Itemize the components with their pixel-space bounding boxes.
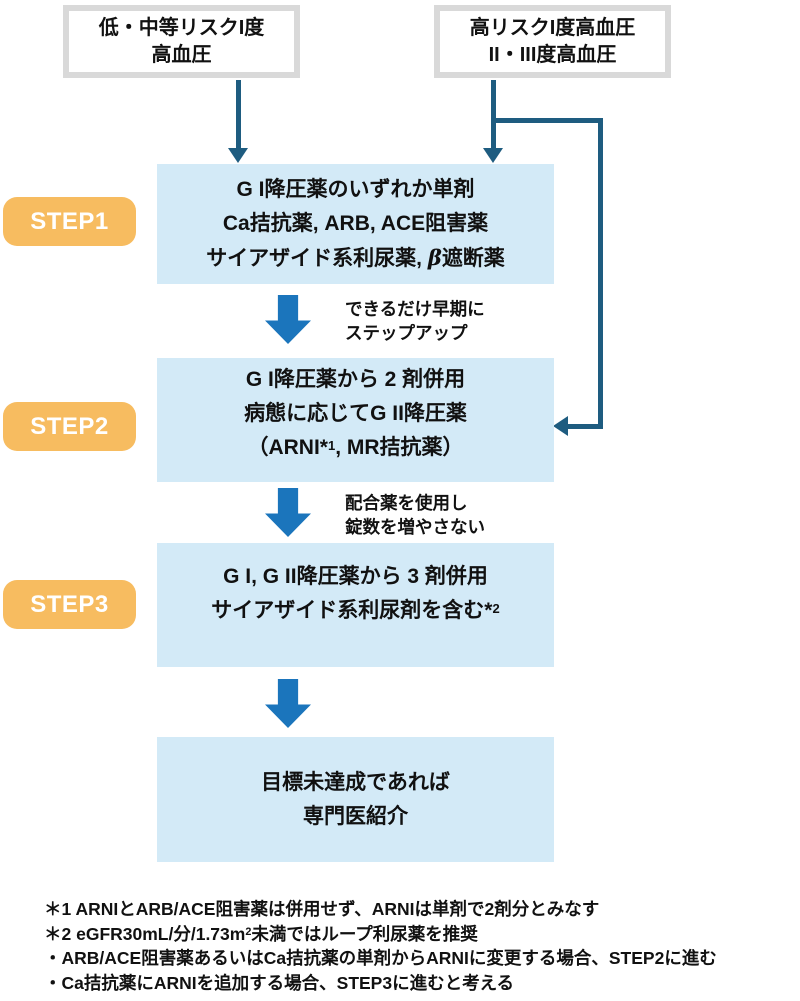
- transition2-line2: 錠数を増やさない: [345, 517, 485, 537]
- step3-line2-pre: サイアザイド系利尿剤を含む*: [211, 599, 493, 622]
- footnote-line2: ＊2 eGFR30mL/分/1.73m2未満ではループ利尿薬を推奨: [44, 922, 717, 947]
- box-high-risk-line1: 高リスクI度高血圧: [469, 16, 636, 39]
- transition1-line1: できるだけ早期に: [345, 299, 485, 319]
- transition1-line2: ステップアップ: [345, 323, 468, 343]
- box-low-medium-risk-line1: 低・中等リスクI度: [98, 16, 265, 39]
- step3-box: G I, G II降圧薬から 3 剤併用 サイアザイド系利尿剤を含む*2: [157, 543, 554, 667]
- beta-symbol: β: [427, 244, 442, 270]
- box-low-medium-risk-line2: 高血圧: [151, 43, 212, 66]
- step1-line3: サイアザイド系利尿薬, β遮断薬: [206, 241, 505, 276]
- footnotes: ＊1 ARNIとARB/ACE阻害薬は併用せず、ARNIは単剤で2剤分とみなす …: [44, 897, 717, 995]
- step3-line2: サイアザイド系利尿剤を含む*2: [211, 594, 499, 628]
- final-box-line1: 目標未達成であれば: [261, 770, 450, 794]
- step2-line3: （ARNI*1, MR拮抗薬）: [247, 431, 463, 465]
- transition1-note: できるだけ早期に ステップアップ: [345, 297, 485, 345]
- arrow-down-head-right-icon: [483, 148, 503, 163]
- step3-label-badge: STEP3: [3, 580, 136, 629]
- step2-line2: 病態に応じてG II降圧薬: [244, 402, 467, 425]
- box-high-risk: 高リスクI度高血圧 II・III度高血圧: [434, 5, 671, 78]
- footnote-line3: ・ARB/ACE阻害薬あるいはCa拮抗薬の単剤からARNIに変更する場合、STE…: [44, 948, 717, 968]
- footnote-line4: ・Ca拮抗薬にARNIを追加する場合、STEP3に進むと考える: [44, 972, 515, 993]
- connector-left-vertical-line: [236, 80, 241, 150]
- box-high-risk-line2: II・III度高血圧: [488, 43, 617, 66]
- footnote-line1: ＊1 ARNIとARB/ACE阻害薬は併用せず、ARNIは単剤で2剤分とみなす: [44, 899, 600, 919]
- footnote-line2-post: 未満ではループ利尿薬を推奨: [251, 923, 478, 944]
- connector-branch-vertical-line: [598, 118, 603, 429]
- block-arrow-step3-to-final-icon: [265, 679, 311, 728]
- step2-line3-post: , MR拮抗薬）: [335, 436, 464, 459]
- step1-line3-pre: サイアザイド系利尿薬,: [206, 246, 428, 270]
- arrow-left-head-step2-icon: [553, 416, 568, 436]
- footnote-ref-2: 2: [492, 601, 500, 616]
- step1-line3-post: 遮断薬: [441, 246, 505, 270]
- step1-line2: Ca拮抗薬, ARB, ACE阻害薬: [222, 211, 489, 235]
- footnote-line2-pre: ＊2 eGFR30mL/分/1.73m: [44, 923, 246, 944]
- step1-line1: G I降圧薬のいずれか単剤: [236, 177, 475, 201]
- step2-box: G I降圧薬から 2 剤併用 病態に応じてG II降圧薬 （ARNI*1, MR…: [157, 358, 554, 482]
- step2-label-badge: STEP2: [3, 402, 136, 451]
- footnote-ref-1: 1: [327, 438, 336, 453]
- step3-line1: G I, G II降圧薬から 3 剤併用: [223, 565, 488, 588]
- final-box-line2: 専門医紹介: [303, 804, 408, 828]
- box-low-medium-risk: 低・中等リスクI度 高血圧: [63, 5, 300, 78]
- block-arrow-step1-to-step2-icon: [265, 295, 311, 344]
- connector-branch-horizontal-line: [493, 118, 603, 123]
- transition2-note: 配合薬を使用し 錠数を増やさない: [345, 491, 485, 539]
- transition2-line1: 配合薬を使用し: [345, 493, 468, 513]
- arrow-down-head-left-icon: [228, 148, 248, 163]
- block-arrow-step2-to-step3-icon: [265, 488, 311, 537]
- step1-box: G I降圧薬のいずれか単剤 Ca拮抗薬, ARB, ACE阻害薬 サイアザイド系…: [157, 164, 554, 284]
- footnote-line2-sup: 2: [245, 925, 252, 938]
- step1-label-badge: STEP1: [3, 197, 136, 246]
- step2-line3-pre: （ARNI*: [247, 436, 328, 459]
- connector-branch-into-step2-line: [568, 424, 603, 429]
- final-referral-box: 目標未達成であれば 専門医紹介: [157, 737, 554, 862]
- step2-line1: G I降圧薬から 2 剤併用: [245, 368, 466, 391]
- connector-right-vertical-line: [491, 80, 496, 150]
